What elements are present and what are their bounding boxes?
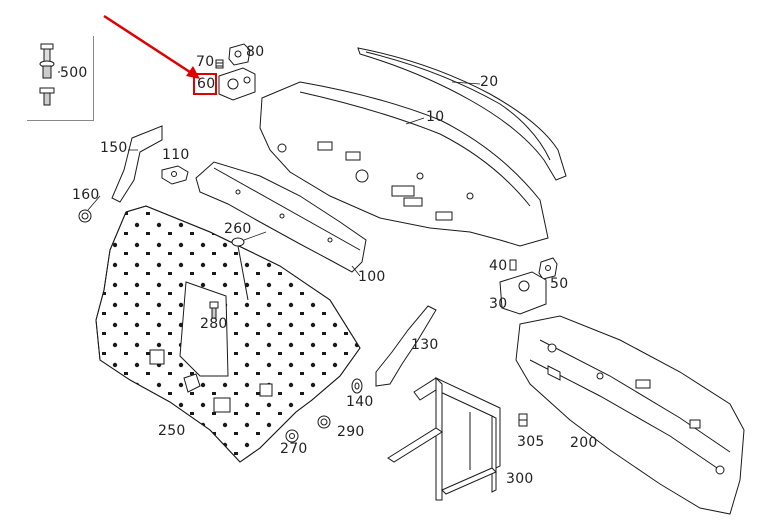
part-160-grommet [78,209,92,223]
label-50: 50 [550,276,569,292]
part-140-grommet [351,378,363,394]
label-140: 140 [346,394,374,410]
part-80-nut [228,43,251,66]
label-130: 130 [411,337,439,353]
label-10: 10 [426,109,445,125]
part-10-parcel-shelf [259,81,549,247]
callout-arrow [103,14,200,79]
label-200: 200 [570,435,598,451]
leader-lines [87,81,481,277]
label-150: 150 [100,140,128,156]
part-250-floor-panel [95,205,361,463]
highlight-box-60 [193,73,217,95]
part-110-nut [161,165,189,185]
label-70: 70 [196,54,215,70]
label-280: 280 [200,316,228,332]
label-500: 500 [60,65,88,81]
part-200-rear-panel [515,315,745,515]
part-270-nut [285,429,299,443]
label-300: 300 [506,471,534,487]
label-305: 305 [517,434,545,450]
label-250: 250 [158,423,186,439]
label-100: 100 [358,269,386,285]
label-290: 290 [337,424,365,440]
part-500-bolts [39,43,60,106]
part-70-clip [215,59,224,69]
bolt-inset-frame [27,36,94,121]
label-270: 270 [280,441,308,457]
label-260: 260 [224,221,252,237]
part-150-bracket [111,125,163,203]
part-280-bolt [209,301,219,319]
part-300-frame [387,376,501,501]
part-100-crossmember [195,161,367,273]
label-160: 160 [72,187,100,203]
part-20-rail [357,47,567,181]
part-30-bracket [499,271,547,315]
part-60-bracket [218,67,256,101]
label-40: 40 [489,258,508,274]
part-305-clip [518,413,528,427]
part-260-clip [231,237,249,301]
part-50-nut [538,257,558,280]
label-20: 20 [480,74,499,90]
part-290-grommet [317,415,331,429]
part-40-clip [509,259,517,271]
label-110: 110 [162,147,190,163]
part-130-bracket [375,305,437,387]
label-80: 80 [246,44,265,60]
label-30: 30 [489,296,508,312]
label-60: 60 [197,76,216,92]
